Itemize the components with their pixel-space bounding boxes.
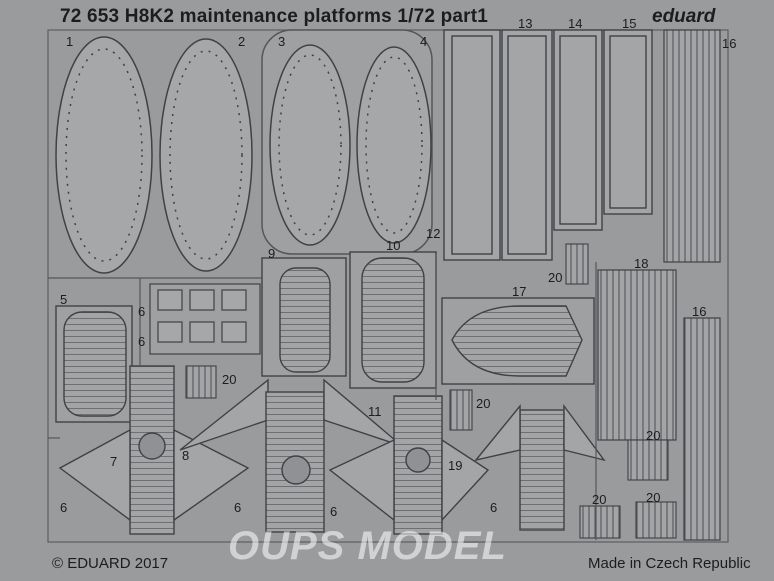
part-number: 11 (368, 404, 382, 419)
part-number: 20 (592, 492, 607, 507)
part-9-step (261, 257, 347, 377)
part-number: 17 (512, 284, 527, 299)
part-number: 14 (568, 16, 583, 31)
part-number: 1 (66, 34, 74, 49)
part-number: 15 (622, 16, 637, 31)
part-16-strips-top (663, 29, 721, 263)
part-number: 6 (234, 500, 242, 515)
part-number: 6 (138, 304, 146, 319)
watermark-text: OUPS MODEL (228, 524, 507, 568)
part-10-step (349, 251, 437, 389)
part-number: 16 (692, 304, 707, 319)
part-16-strips-bottom (683, 317, 721, 541)
part-18-strips (597, 269, 677, 441)
part-number: 18 (634, 256, 649, 271)
part-number: 20 (646, 428, 661, 443)
part-7-8-frame (58, 365, 403, 535)
part-6-brackets (149, 283, 261, 355)
part-number: 20 (222, 372, 237, 387)
part-number: 16 (722, 36, 737, 51)
part-number: 6 (138, 334, 146, 349)
brand-logo-text: eduard (652, 6, 716, 27)
part-number: 5 (60, 292, 68, 307)
part-1-oval-panel (55, 36, 153, 274)
part-number: 10 (386, 238, 401, 253)
part-number: 2 (238, 34, 246, 49)
part-number: 7 (110, 454, 118, 469)
part-number: 9 (268, 246, 276, 261)
part-11-19-frame (328, 395, 606, 535)
fret-title: 72 653 H8K2 maintenance platforms 1/72 p… (60, 6, 489, 27)
part-number: 12 (426, 226, 441, 241)
part-17-platform (441, 297, 595, 385)
part-number: 20 (476, 396, 491, 411)
part-12-15-ladders (443, 29, 653, 261)
made-in-text: Made in Czech Republic (588, 555, 751, 572)
copyright-text: © EDUARD 2017 (52, 555, 169, 572)
part-2-oval-panel (159, 38, 253, 272)
part-5-step (55, 305, 133, 423)
part-number: 6 (490, 500, 498, 515)
part-20-small-ladders (185, 243, 677, 539)
part-number: 8 (182, 448, 190, 463)
part-number: 20 (646, 490, 661, 505)
part-number: 6 (60, 500, 68, 515)
part-number: 3 (278, 34, 286, 49)
part-number: 4 (420, 34, 428, 49)
part-number: 19 (448, 458, 463, 473)
part-number: 20 (548, 270, 563, 285)
sprue-bars (48, 254, 597, 540)
part-number: 6 (330, 504, 338, 519)
part-number: 13 (518, 16, 533, 31)
part-4-oval-panel (356, 46, 432, 244)
